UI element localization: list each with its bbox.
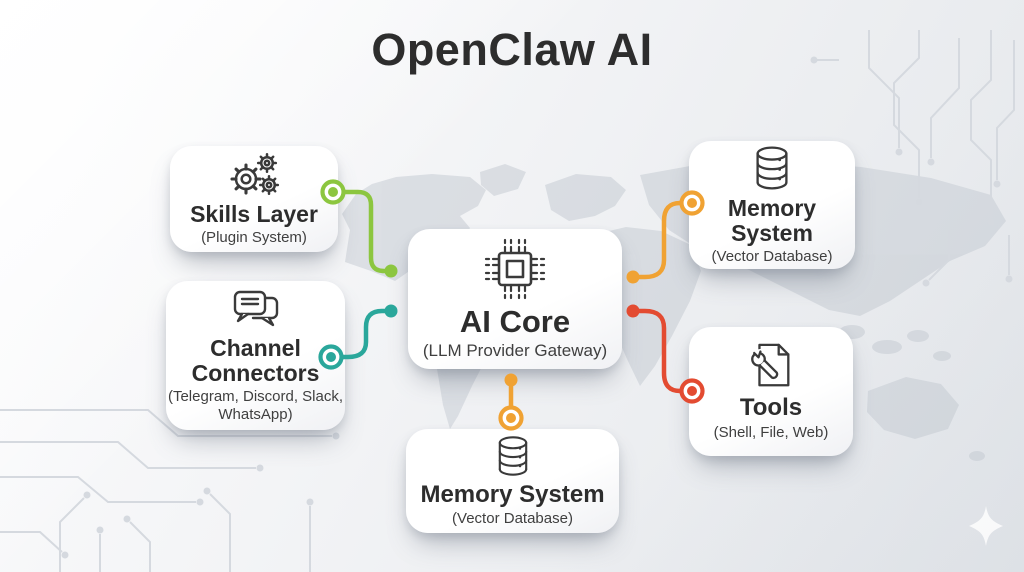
node-title: Tools [739, 394, 803, 422]
connector-core-to-memory-right-line [630, 200, 695, 280]
node-subtitle: (Vector Database) [452, 510, 573, 528]
gears-icon [230, 152, 280, 195]
wrench-document-icon [751, 344, 790, 387]
node-title: Skills Layer [190, 200, 318, 227]
chat-bubbles-icon [233, 290, 278, 326]
node-subtitle: (Shell, File, Web) [713, 423, 829, 441]
connector-core-to-memory-right-dot [626, 270, 640, 284]
node-channel-connectors: Channel Connectors (Telegram, Discord, S… [166, 281, 345, 430]
database-icon [498, 436, 527, 476]
database-icon [756, 146, 788, 190]
node-tools: Tools (Shell, File, Web) [689, 327, 853, 456]
node-title: AI Core [459, 303, 571, 339]
sparkle-icon [969, 506, 1003, 546]
connector-skills-to-core-dot [384, 264, 398, 278]
chip-icon [484, 238, 546, 300]
node-subtitle: (Vector Database) [711, 248, 833, 266]
connector-core-to-tools-line [630, 308, 695, 394]
connector-skills-to-core-line [330, 189, 394, 274]
connector-core-to-memory-bottom-ring-center [506, 413, 516, 423]
node-subtitle: (Plugin System) [201, 228, 307, 246]
node-ai-core: AI Core (LLM Provider Gateway) [408, 229, 622, 369]
node-title: Memory System [727, 194, 817, 247]
node-title: Channel Connectors [191, 334, 320, 386]
page-title: OpenClaw AI [371, 24, 653, 75]
node-skills-layer: Skills Layer (Plugin System) [170, 146, 338, 252]
node-memory-system-right: Memory System (Vector Database) [689, 141, 855, 269]
connector-core-to-memory-bottom-dot [504, 373, 518, 387]
connector-core-to-memory-bottom-ring [498, 405, 524, 431]
node-subtitle: (LLM Provider Gateway) [422, 341, 608, 361]
connector-core-to-tools-dot [626, 304, 640, 318]
node-title: Memory System [420, 480, 605, 508]
node-subtitle: (Telegram, Discord, Slack, WhatsApp) [167, 388, 344, 423]
node-memory-system-bottom: Memory System (Vector Database) [406, 429, 619, 533]
connector-channels-to-core-dot [384, 304, 398, 318]
